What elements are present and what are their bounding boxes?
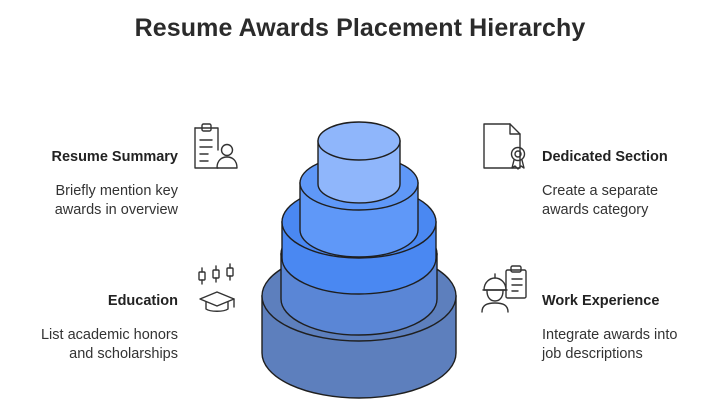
education-desc-line1: List academic honors <box>40 327 178 343</box>
worker-clipboard-icon <box>481 265 527 313</box>
work-experience-desc-line1: Integrate awards into <box>542 327 678 343</box>
document-award-icon <box>483 123 526 170</box>
diagram-title: Resume Awards Placement Hierarchy <box>134 14 586 42</box>
education-description: List academic honors and scholarships <box>0 326 178 363</box>
education-desc-line2: and scholarships <box>69 345 178 362</box>
dedicated-section-desc-line2: awards category <box>542 201 649 218</box>
dedicated-section-desc-line1: Create a separate <box>542 183 659 199</box>
education-title: Education <box>107 293 178 309</box>
work-experience-title: Work Experience <box>542 293 660 309</box>
resume-person-icon <box>194 123 238 169</box>
work-experience-description: Integrate awards into job descriptions <box>542 326 712 363</box>
dedicated-section-title: Dedicated Section <box>542 149 668 165</box>
resume-summary-title: Resume Summary <box>51 149 178 165</box>
graduation-cap-icon <box>198 263 235 312</box>
work-experience-desc-line2: job descriptions <box>542 345 643 362</box>
resume-summary-description: Briefly mention key awards in overview <box>0 182 178 219</box>
resume-summary-desc-line2: awards in overview <box>54 201 178 218</box>
cake-tier-1-top <box>317 121 401 161</box>
dedicated-section-description: Create a separate awards category <box>542 182 712 219</box>
cake-tier-1 <box>317 121 401 204</box>
resume-summary-desc-line1: Briefly mention key <box>55 183 179 199</box>
